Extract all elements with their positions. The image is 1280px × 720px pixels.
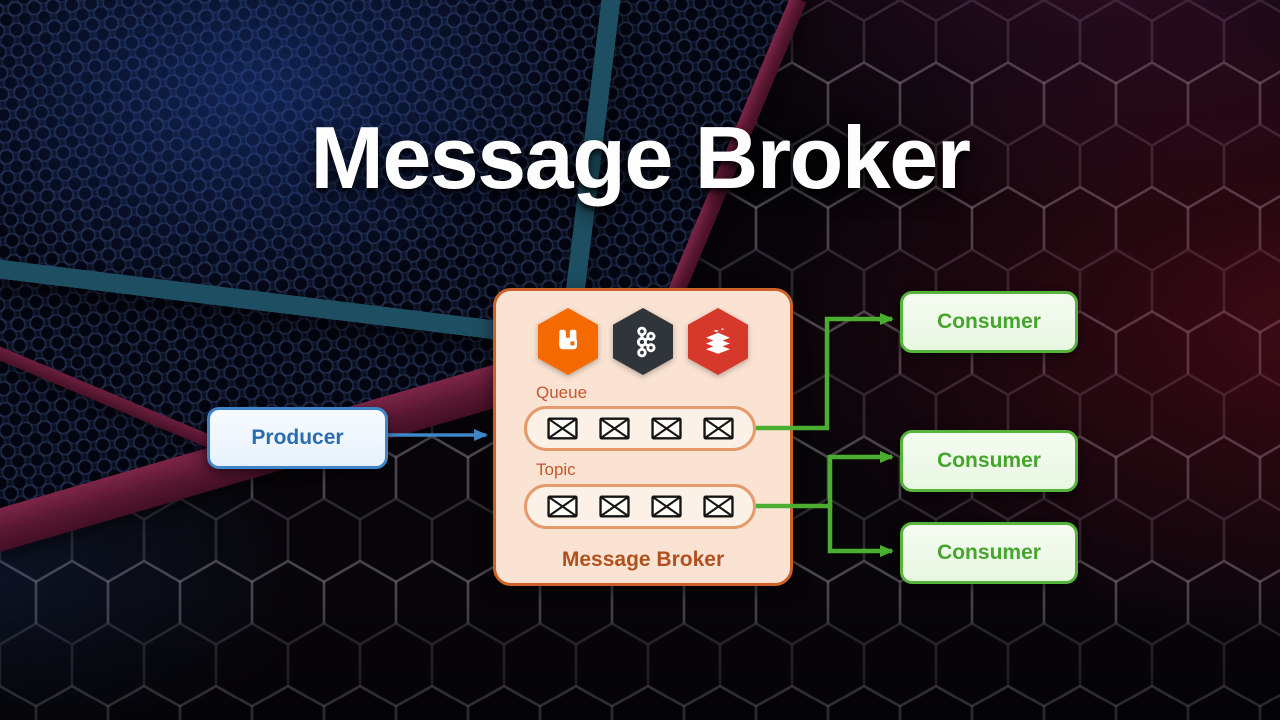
kafka-icon xyxy=(613,308,673,375)
redis-icon xyxy=(688,308,748,375)
message-envelope-icon xyxy=(546,417,578,440)
message-envelope-icon xyxy=(650,417,682,440)
consumer-box-2: Consumer xyxy=(900,430,1078,492)
broker-icons-row xyxy=(496,308,790,375)
topic-message-row xyxy=(524,484,756,529)
producer-label: Producer xyxy=(251,426,344,449)
message-envelope-icon xyxy=(650,495,682,518)
queue-message-row xyxy=(524,406,756,451)
rabbitmq-icon xyxy=(538,308,598,375)
queue-label: Queue xyxy=(536,383,588,402)
page-title: Message Broker xyxy=(310,108,971,207)
consumer-label: Consumer xyxy=(937,310,1041,333)
topic-label: Topic xyxy=(536,460,576,479)
message-envelope-icon xyxy=(598,495,630,518)
message-envelope-icon xyxy=(598,417,630,440)
message-broker-box: Queue Topic Message Broker xyxy=(493,288,793,586)
consumer-box-1: Consumer xyxy=(900,291,1078,353)
broker-label: Message Broker xyxy=(561,548,725,571)
producer-box: Producer xyxy=(207,407,388,469)
consumer-box-3: Consumer xyxy=(900,522,1078,584)
consumer-label: Consumer xyxy=(937,541,1041,564)
message-envelope-icon xyxy=(702,417,734,440)
message-envelope-icon xyxy=(546,495,578,518)
message-envelope-icon xyxy=(702,495,734,518)
consumer-label: Consumer xyxy=(937,449,1041,472)
